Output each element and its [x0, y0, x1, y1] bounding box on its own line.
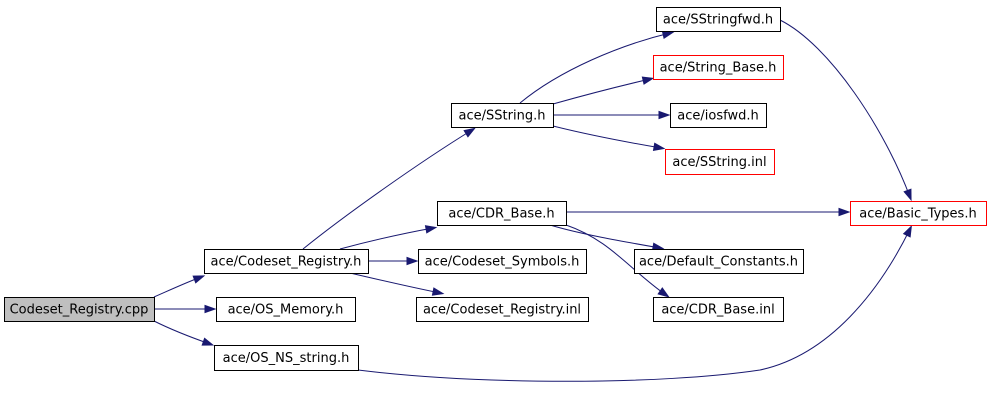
- node-codeset-symbols-h[interactable]: ace/Codeset_Symbols.h: [418, 249, 587, 274]
- node-label: ace/Basic_Types.h: [859, 207, 976, 222]
- edge-sstring_h-to-iosfwd_h: [553, 110, 671, 120]
- node-cdr-base-inl[interactable]: ace/CDR_Base.inl: [653, 297, 784, 322]
- node-os-ns-string-h[interactable]: ace/OS_NS_string.h: [214, 345, 359, 371]
- node-iosfwd-h[interactable]: ace/iosfwd.h: [670, 103, 767, 128]
- edge-arrowhead: [424, 225, 438, 234]
- edge-line: [302, 129, 473, 250]
- node-label: ace/SStringfwd.h: [663, 13, 773, 28]
- node-box: [216, 297, 356, 322]
- edge-line: [552, 78, 651, 105]
- edge-line: [549, 224, 661, 249]
- edge-arrowhead: [902, 224, 912, 238]
- node-box: [4, 297, 155, 322]
- node-label: ace/Default_Constants.h: [639, 255, 798, 270]
- node-box: [416, 297, 589, 322]
- edge-os_ns_string_h-to-basic_types_h: [357, 224, 912, 382]
- node-box: [850, 201, 987, 226]
- edge-cdr_base_h-to-cdr_base_inl: [565, 224, 670, 298]
- node-box: [451, 103, 554, 128]
- edge-arrowhead: [903, 188, 912, 202]
- edge-codeset_registry_h-to-codeset_symbols_h: [368, 256, 419, 266]
- edge-arrowhead: [658, 110, 671, 120]
- node-label: ace/CDR_Base.inl: [661, 303, 774, 318]
- edge-sstring_h-to-string_base_h: [552, 76, 655, 105]
- edge-cdr_base_h-to-basic_types_h: [566, 207, 851, 217]
- node-sstring-inl[interactable]: ace/SString.inl: [665, 149, 775, 175]
- node-label: Codeset_Registry.cpp: [10, 303, 149, 318]
- edge-line: [565, 224, 667, 296]
- node-codeset-registry-cpp[interactable]: Codeset_Registry.cpp: [4, 297, 155, 322]
- node-label: ace/CDR_Base.h: [448, 207, 554, 222]
- edge-line: [519, 32, 671, 104]
- edge-line: [552, 125, 662, 149]
- node-box: [656, 7, 781, 32]
- node-box: [634, 249, 804, 274]
- edge-arrowhead: [192, 275, 206, 284]
- edge-arrowhead: [838, 207, 851, 217]
- edge-codeset_registry_h-to-codeset_registry_inl: [349, 272, 445, 296]
- node-label: ace/Codeset_Registry.inl: [423, 303, 581, 318]
- edge-arrowhead: [641, 76, 655, 85]
- edge-arrowhead: [652, 142, 666, 151]
- node-label: ace/OS_Memory.h: [228, 303, 344, 318]
- nodes-layer: Codeset_Registry.cpp ace/Codeset_Registry…: [4, 7, 987, 371]
- node-box: [665, 149, 775, 175]
- edge-codeset_registry_cpp-to-codeset_registry_h: [153, 275, 206, 298]
- edge-line: [349, 272, 441, 294]
- node-box: [653, 55, 784, 80]
- node-basic-types-h[interactable]: ace/Basic_Types.h: [850, 201, 987, 226]
- edge-line: [153, 276, 202, 298]
- node-label: ace/iosfwd.h: [677, 109, 758, 124]
- edge-sstringfwd_h-to-basic_types_h: [779, 19, 912, 202]
- node-label: ace/SString.h: [459, 109, 546, 124]
- node-box: [418, 249, 587, 274]
- edge-line: [779, 19, 911, 198]
- edge-arrowhead: [463, 127, 476, 138]
- edges-layer: [153, 19, 912, 382]
- edge-codeset_registry_h-to-sstring_h: [302, 127, 476, 250]
- edge-line: [153, 320, 211, 345]
- node-codeset-registry-h[interactable]: ace/Codeset_Registry.h: [204, 249, 369, 274]
- node-box: [653, 297, 784, 322]
- node-sstringfwd-h[interactable]: ace/SStringfwd.h: [656, 7, 781, 32]
- node-label: ace/String_Base.h: [660, 61, 777, 76]
- node-box: [214, 345, 359, 371]
- edge-arrowhead: [431, 287, 445, 296]
- edge-arrowhead: [657, 287, 670, 298]
- node-box: [437, 201, 567, 226]
- node-label: ace/Codeset_Registry.h: [211, 255, 362, 270]
- edge-codeset_registry_cpp-to-os_ns_string_h: [153, 320, 215, 346]
- node-codeset-registry-inl[interactable]: ace/Codeset_Registry.inl: [416, 297, 589, 322]
- node-cdr-base-h[interactable]: ace/CDR_Base.h: [437, 201, 567, 226]
- node-box: [670, 103, 767, 128]
- edge-sstring_h-to-sstring_inl: [552, 125, 666, 151]
- node-string-base-h[interactable]: ace/String_Base.h: [653, 55, 784, 80]
- node-box: [204, 249, 369, 274]
- node-default-constants-h[interactable]: ace/Default_Constants.h: [634, 249, 804, 274]
- edge-codeset_registry_cpp-to-os_memory_h: [154, 304, 217, 314]
- node-label: ace/Codeset_Symbols.h: [425, 255, 580, 270]
- node-label: ace/OS_NS_string.h: [223, 351, 350, 366]
- edge-line: [339, 227, 434, 250]
- node-label: ace/SString.inl: [672, 155, 766, 170]
- edge-arrowhead: [201, 337, 215, 346]
- edge-arrowhead: [406, 256, 419, 266]
- edge-codeset_registry_h-to-cdr_base_h: [339, 225, 438, 250]
- node-sstring-h[interactable]: ace/SString.h: [451, 103, 554, 128]
- edge-arrowhead: [204, 304, 217, 314]
- edge-arrowhead: [661, 30, 675, 39]
- node-os-memory-h[interactable]: ace/OS_Memory.h: [216, 297, 356, 322]
- edge-line: [357, 228, 911, 382]
